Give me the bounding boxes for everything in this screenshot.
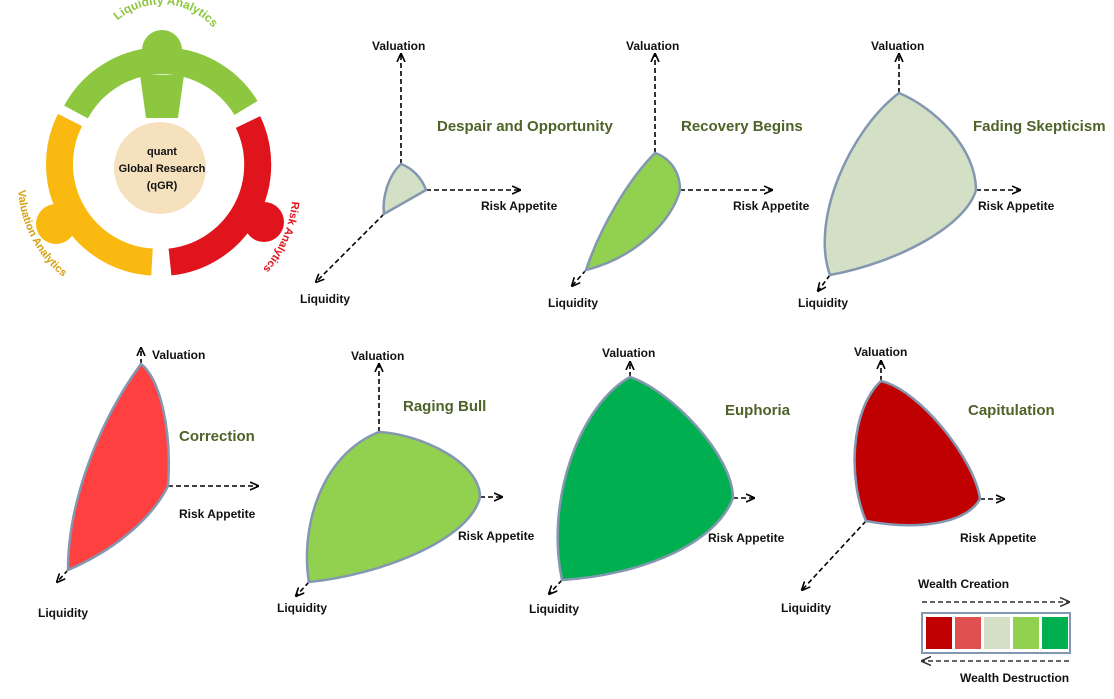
phase-correction: Valuation Risk Appetite Liquidity Correc… (38, 348, 258, 620)
svg-text:Liquidity Analytics: Liquidity Analytics (111, 0, 222, 30)
phase-title: Recovery Begins (681, 118, 803, 135)
legend-swatch (955, 617, 981, 649)
risk-appetite-label: Risk Appetite (458, 529, 535, 543)
liquidity-label: Liquidity (529, 602, 579, 616)
phase-shape (305, 430, 482, 584)
logo-person-green (140, 75, 184, 118)
phase-fading-skepticism: Valuation Risk Appetite Liquidity Fading… (798, 39, 1106, 310)
phase-title: Despair and Opportunity (437, 118, 614, 135)
wealth-legend: Wealth Creation Wealth Destruction (918, 577, 1071, 685)
risk-appetite-label: Risk Appetite (733, 199, 810, 213)
phase-raging-bull: Valuation Risk Appetite Liquidity Raging… (277, 349, 535, 615)
valuation-label: Valuation (351, 349, 404, 363)
liquidity-label: Liquidity (300, 292, 350, 306)
liquidity-label: Liquidity (798, 296, 848, 310)
phase-despair-and-opportunity: Valuation Risk Appetite Liquidity Despai… (300, 39, 614, 306)
phase-title: Euphoria (725, 402, 791, 419)
logo-head-red (244, 202, 284, 242)
liquidity-label: Liquidity (548, 296, 598, 310)
phase-shape (584, 151, 682, 272)
phase-title: Capitulation (968, 402, 1055, 419)
phase-shape (853, 379, 982, 527)
logo-center-line-3: (qGR) (147, 180, 178, 192)
phase-title: Correction (179, 428, 255, 445)
phase-recovery-begins: Valuation Risk Appetite Liquidity Recove… (548, 39, 810, 310)
legend-swatch (1013, 617, 1039, 649)
risk-appetite-label: Risk Appetite (481, 199, 558, 213)
phase-shape (556, 375, 735, 582)
valuation-label: Valuation (626, 39, 679, 53)
phase-capitulation: Valuation Risk Appetite Liquidity Capitu… (781, 345, 1055, 615)
qgr-logo: quant Global Research (qGR) Liquidity An… (15, 0, 301, 279)
liquidity-axis (57, 569, 69, 582)
liquidity-axis (549, 579, 563, 594)
liquidity-axis (802, 520, 867, 590)
liquidity-label: Liquidity (781, 601, 831, 615)
logo-head-yellow (36, 204, 76, 244)
valuation-label: Valuation (854, 345, 907, 359)
liquidity-label: Liquidity (277, 601, 327, 615)
logo-head-green (142, 30, 182, 70)
wealth-creation-label: Wealth Creation (918, 577, 1009, 591)
phase-title: Fading Skepticism (973, 118, 1106, 135)
logo-arc-label-liquidity: Liquidity Analytics (111, 0, 222, 30)
logo-center-line-1: quant (147, 146, 177, 158)
risk-appetite-label: Risk Appetite (708, 531, 785, 545)
wealth-destruction-label: Wealth Destruction (960, 671, 1069, 685)
liquidity-label: Liquidity (38, 606, 88, 620)
logo-arc-red (168, 116, 272, 276)
phase-shape (382, 162, 428, 217)
phase-shape (66, 362, 170, 572)
liquidity-axis (316, 213, 385, 282)
logo-hub (114, 122, 206, 214)
logo-center-line-2: Global Research (119, 163, 206, 175)
liquidity-axis (296, 581, 310, 596)
valuation-label: Valuation (152, 348, 205, 362)
valuation-label: Valuation (871, 39, 924, 53)
risk-appetite-label: Risk Appetite (960, 531, 1037, 545)
valuation-label: Valuation (602, 346, 655, 360)
valuation-label: Valuation (372, 39, 425, 53)
phase-euphoria: Valuation Risk Appetite Liquidity Euphor… (529, 346, 791, 616)
legend-swatch (926, 617, 952, 649)
legend-swatch (984, 617, 1010, 649)
risk-appetite-label: Risk Appetite (978, 199, 1055, 213)
phase-title: Raging Bull (403, 398, 486, 415)
phase-shape (823, 91, 978, 277)
liquidity-axis (818, 274, 831, 291)
risk-appetite-label: Risk Appetite (179, 507, 256, 521)
legend-swatch (1042, 617, 1068, 649)
liquidity-axis (572, 269, 587, 286)
